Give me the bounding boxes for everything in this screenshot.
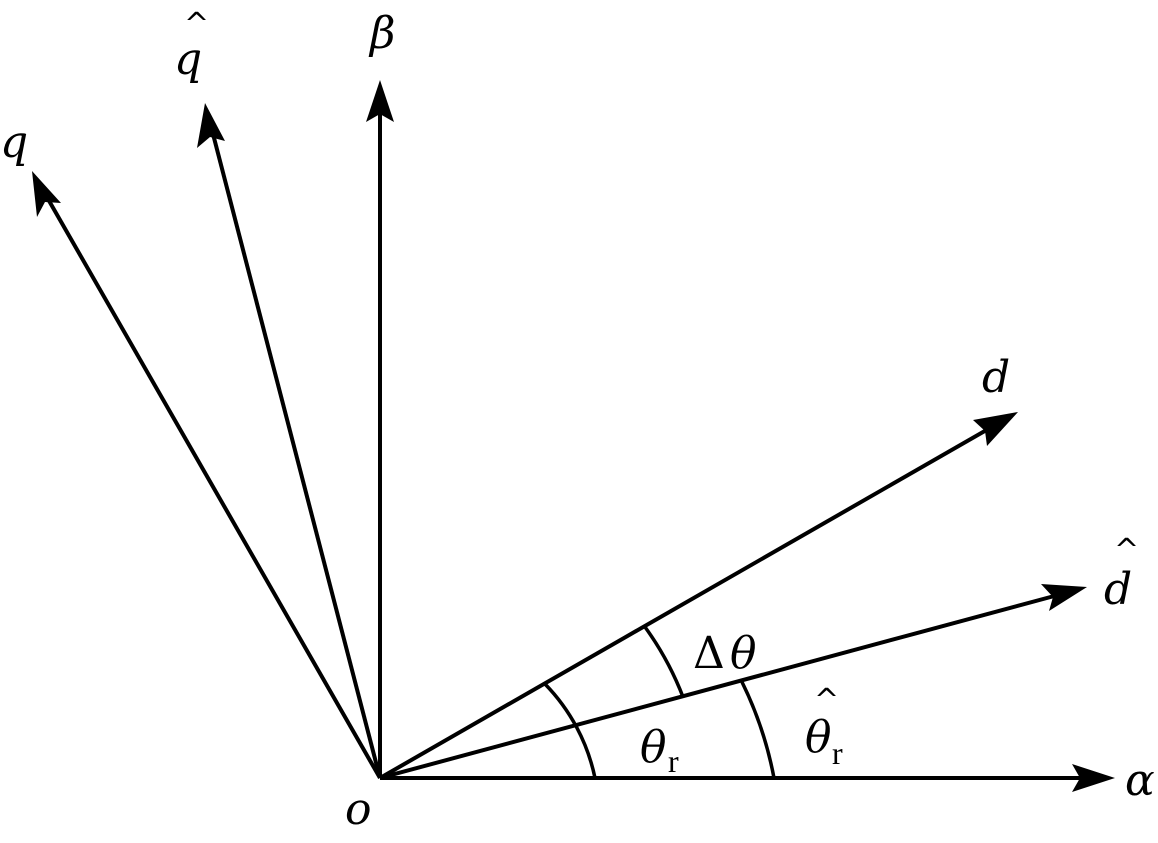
d-hat-axis — [379, 593, 1059, 780]
delta-theta-theta: θ — [730, 628, 757, 679]
q-arrowhead — [32, 171, 61, 217]
d-hat-arrowhead — [1041, 584, 1087, 611]
q-hat-label: q — [174, 34, 202, 85]
d-hat-mark: ^ — [1114, 533, 1139, 568]
theta-r-hat-subscript: r — [832, 735, 843, 771]
q-hat-axis — [211, 133, 382, 779]
q-hat-mark: ^ — [184, 7, 209, 42]
q-label: q — [0, 117, 28, 168]
d-axis — [379, 426, 991, 780]
d-arrowhead — [973, 412, 1018, 446]
d-label: d — [982, 352, 1010, 403]
beta-label: β — [368, 8, 395, 59]
alpha-arrowhead — [1072, 764, 1115, 792]
delta-theta-delta: Δ — [693, 628, 725, 679]
theta-r-label: θ — [640, 722, 667, 773]
theta-r-hat-mark: ^ — [814, 683, 839, 718]
d-hat-label: d — [1104, 564, 1132, 615]
theta-r-hat-arc — [740, 681, 776, 779]
origin-label: o — [345, 784, 372, 835]
theta-r-hat-label: θ — [805, 712, 832, 763]
alpha-label: α — [1125, 755, 1155, 806]
q-hat-arrowhead — [197, 103, 225, 148]
beta-arrowhead — [366, 80, 394, 122]
theta-r-subscript: r — [668, 743, 679, 779]
theta-r-arc — [543, 682, 597, 779]
delta-theta-arc — [643, 625, 685, 698]
q-axis — [46, 198, 382, 779]
